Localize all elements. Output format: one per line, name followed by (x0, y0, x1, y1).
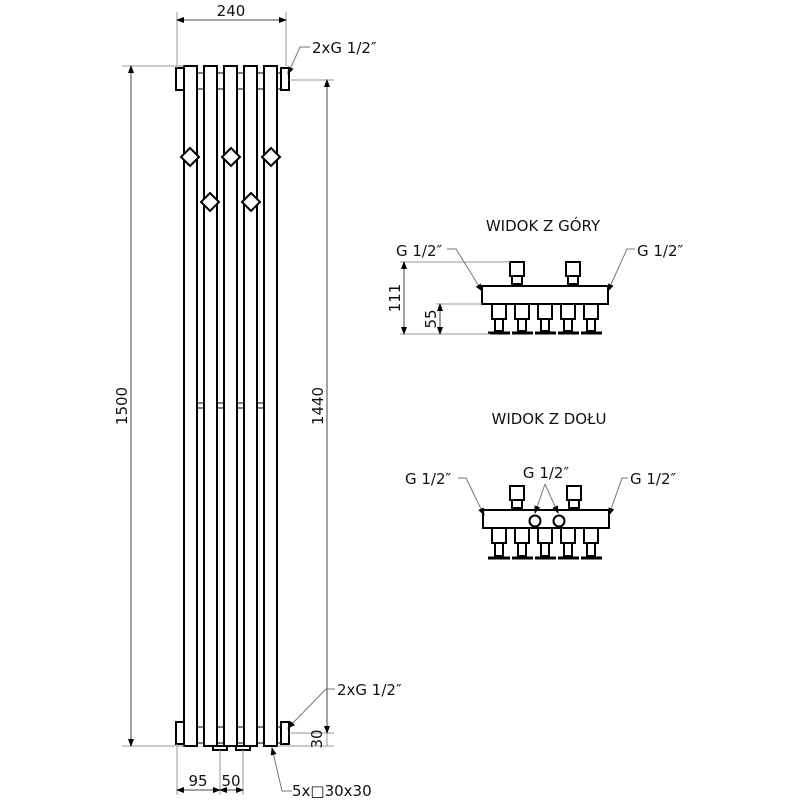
tube-5 (263, 65, 278, 747)
front-view: 240 1500 1440 30 95 50 (113, 2, 402, 800)
top-connection-label: 2xG 1/2″ (312, 39, 377, 57)
bottom-inlet-right (552, 514, 566, 528)
dim-height (122, 65, 184, 747)
dim-bottom-offset (277, 733, 334, 747)
valve-neck (511, 499, 523, 509)
bottom-view-center-leader-b (544, 483, 559, 514)
diamond-icon (179, 146, 201, 168)
tube-1 (183, 65, 198, 747)
dim-depth-total-label: 111 (386, 284, 404, 313)
dim-side-offset-label: 95 (188, 772, 207, 790)
dim-depth-wall-label: 55 (422, 309, 440, 328)
top-connection-leader (287, 46, 310, 75)
dim-bottom-offset-label: 30 (308, 729, 326, 748)
diamond-icon (240, 191, 262, 213)
dim-height-label: 1500 (113, 387, 131, 425)
dim-center-spacing-label: 50 (221, 772, 240, 790)
diamond-icon (260, 146, 282, 168)
foot-right (235, 745, 251, 751)
bottom-view-center-leader-a (534, 483, 546, 514)
dim-connection-spacing-label: 1440 (309, 387, 327, 425)
diamond-icon (199, 191, 221, 213)
tube-4 (243, 65, 258, 747)
manifold-body (482, 509, 610, 529)
foot-left (212, 745, 228, 751)
bottom-view-title: WIDOK Z DOŁU (491, 410, 606, 428)
bottom-view: WIDOK Z DOŁU G 1/2″ G 1/2″ G 1/2″ (405, 410, 677, 560)
top-view-left-connection: G 1/2″ (396, 242, 443, 260)
valve-cap (509, 261, 525, 277)
top-view-tubes (488, 303, 602, 335)
tube-3 (223, 65, 238, 747)
top-view-right-connection: G 1/2″ (637, 242, 684, 260)
bottom-view-left-leader (458, 477, 485, 516)
tube-joints (197, 402, 264, 409)
top-view-dims (400, 261, 510, 335)
tube-profile-label: 5x□30x30 (292, 782, 372, 800)
bottom-connection-leader (287, 688, 335, 729)
valve-neck (568, 499, 580, 509)
bottom-view-right-connection: G 1/2″ (630, 470, 677, 488)
top-view-left-leader (447, 248, 483, 292)
dim-width (176, 12, 287, 68)
valve-neck (511, 275, 523, 285)
top-view: WIDOK Z GÓRY 111 5 (386, 216, 684, 335)
top-left-stub (175, 67, 185, 91)
top-view-title: WIDOK Z GÓRY (486, 216, 601, 235)
manifold-body (481, 285, 609, 305)
tube-profile-leader (270, 747, 292, 792)
dim-bottom-spacing (176, 744, 244, 795)
valve-neck (567, 275, 579, 285)
diamond-ornaments (179, 146, 282, 213)
bottom-view-tubes (488, 527, 602, 560)
bottom-view-center-connection: G 1/2″ (523, 464, 570, 482)
radiator-tubes (183, 65, 278, 747)
bottom-view-right-leader (608, 477, 628, 516)
bottom-view-left-connection: G 1/2″ (405, 470, 452, 488)
diamond-icon (220, 146, 242, 168)
top-view-right-leader (607, 248, 635, 292)
valve-cap (566, 485, 582, 501)
dim-width-label: 240 (217, 2, 246, 20)
bottom-left-stub (175, 721, 185, 745)
valve-cap (565, 261, 581, 277)
bottom-connection-label: 2xG 1/2″ (337, 681, 402, 699)
tube-2 (203, 65, 218, 747)
valve-cap (509, 485, 525, 501)
bottom-right-stub (280, 721, 290, 745)
top-right-stub (280, 67, 290, 91)
bottom-inlet-left (528, 514, 542, 528)
